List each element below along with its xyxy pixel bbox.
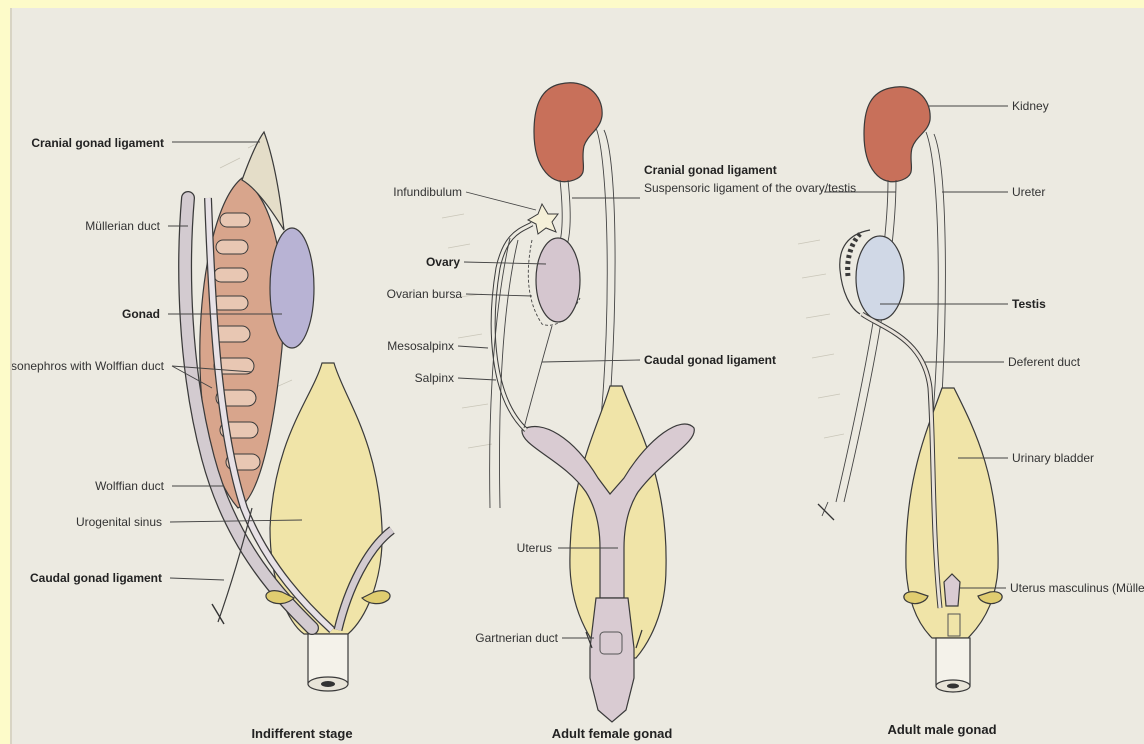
label-urogenital-sinus: Urogenital sinus — [76, 515, 162, 529]
textbook-page: Cranial gonad ligament Müllerian duct Go… — [10, 8, 1144, 744]
male-kidney-shape — [864, 87, 930, 182]
salpinx-shape — [493, 224, 532, 430]
label-urinary-bladder: Urinary bladder — [1012, 451, 1094, 465]
label-gartnerian-duct: Gartnerian duct — [475, 631, 558, 645]
label-mesonephros: Mesonephros with Wolffian duct — [12, 359, 165, 373]
leader-mesosalpinx — [458, 346, 488, 348]
uterus-masculinus-shape — [944, 574, 960, 606]
leader-infundibulum — [466, 192, 536, 210]
gonad-shape — [270, 228, 314, 348]
label-infundibulum: Infundibulum — [393, 185, 462, 199]
male-urethra — [936, 638, 970, 686]
leader-salpinx — [458, 378, 496, 380]
caption-adult-male: Adult male gonad — [887, 722, 996, 737]
label-gonad: Gonad — [122, 307, 160, 321]
caption-indifferent-stage: Indifferent stage — [251, 726, 352, 741]
hatching — [798, 240, 844, 438]
label-cranial-gonad-ligament: Cranial gonad ligament — [31, 136, 164, 150]
label-uterus-masculinus: Uterus masculinus (Müllerian duct) — [1010, 581, 1144, 595]
panel-adult-female: Infundibulum Cranial gonad ligament Susp… — [387, 83, 856, 741]
label-caudal-gonad-ligament-female: Caudal gonad ligament — [644, 353, 776, 367]
leader-caudal — [170, 578, 224, 580]
urogenital-development-figure: Cranial gonad ligament Müllerian duct Go… — [12, 8, 1144, 744]
label-cranial-gonad-ligament-female: Cranial gonad ligament — [644, 163, 777, 177]
vagina-shape — [590, 598, 634, 722]
panel-indifferent-stage: Cranial gonad ligament Müllerian duct Go… — [12, 132, 392, 741]
ovary-shape — [536, 238, 580, 322]
label-suspensoric-ligament: Suspensoric ligament of the ovary/testis — [644, 181, 856, 195]
leader-caudal-female — [542, 360, 640, 362]
label-wolffian-duct: Wolffian duct — [95, 479, 165, 493]
label-mullerian-duct: Müllerian duct — [85, 219, 160, 233]
testis-shape — [856, 236, 904, 320]
caption-adult-female: Adult female gonad — [552, 726, 673, 741]
label-ovarian-bursa: Ovarian bursa — [387, 287, 463, 301]
label-caudal-gonad-ligament: Caudal gonad ligament — [30, 571, 162, 585]
infundibulum-shape — [528, 204, 558, 234]
kidney-shape — [534, 83, 602, 182]
label-uterus: Uterus — [517, 541, 552, 555]
label-kidney: Kidney — [1012, 99, 1049, 113]
label-ureter: Ureter — [1012, 185, 1045, 199]
label-mesosalpinx: Mesosalpinx — [387, 339, 454, 353]
label-testis: Testis — [1012, 297, 1046, 311]
label-ovary: Ovary — [426, 255, 460, 269]
label-deferent-duct: Deferent duct — [1008, 355, 1081, 369]
label-salpinx: Salpinx — [415, 371, 454, 385]
